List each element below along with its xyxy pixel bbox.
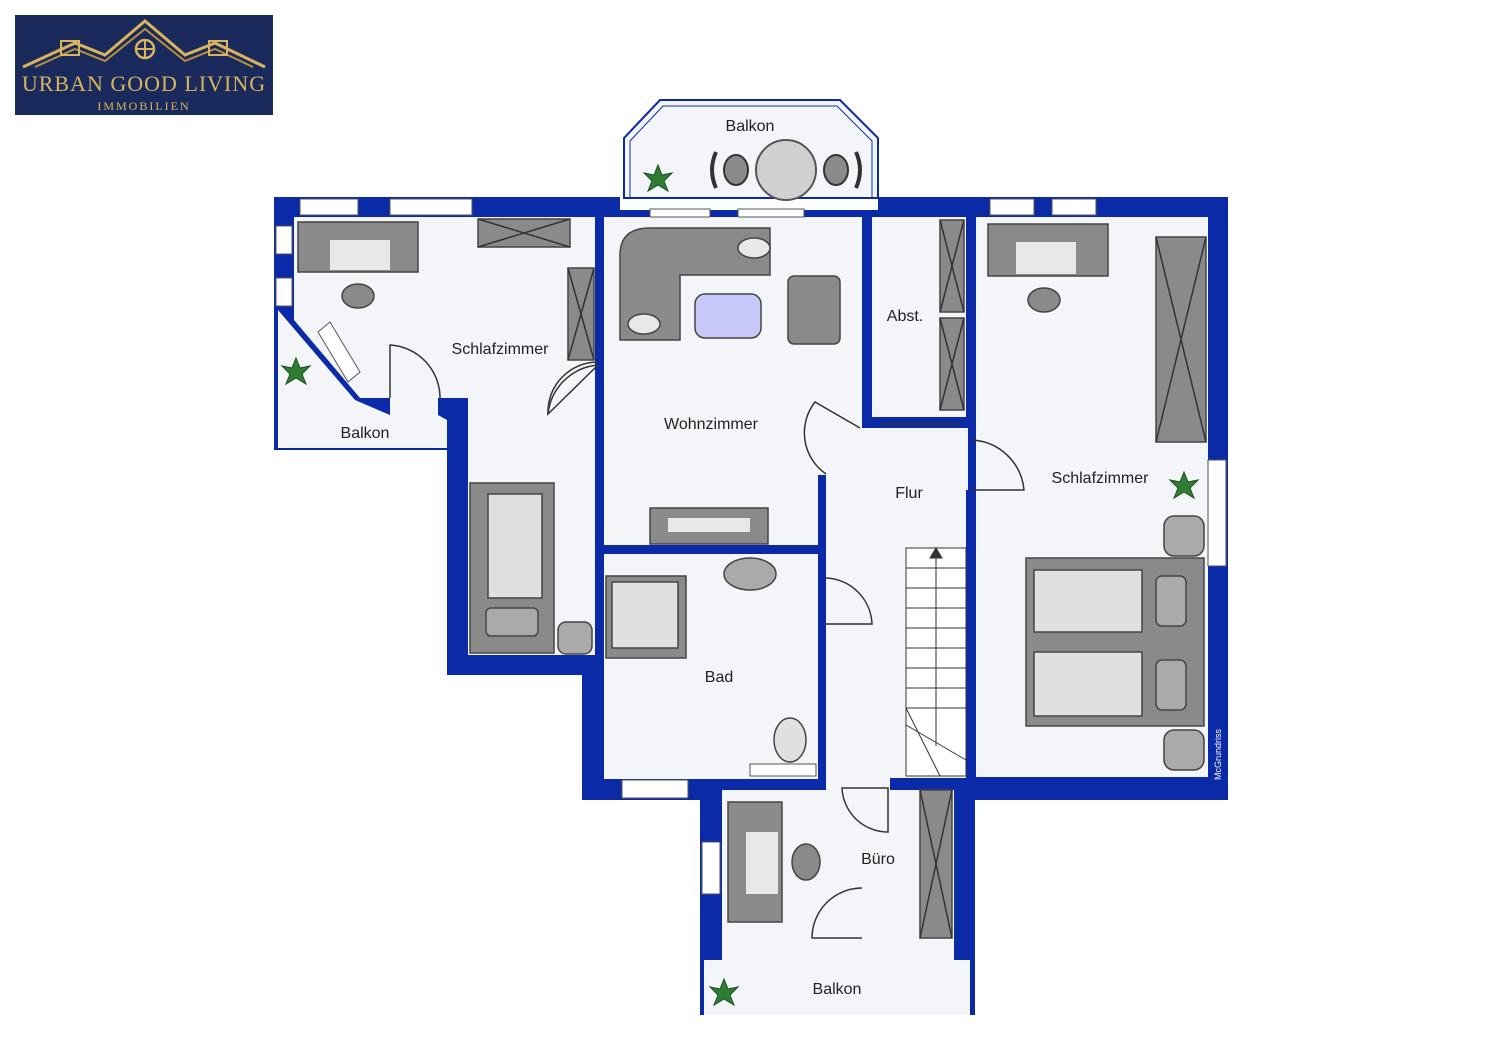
room-label-balkon-top: Balkon — [726, 118, 775, 135]
office-chair-icon — [791, 843, 821, 881]
nightstand-icon — [1163, 729, 1205, 771]
plant-icon — [642, 163, 674, 193]
brand-mark: McGrundriss — [1213, 728, 1223, 780]
door-balkon-left — [389, 344, 441, 399]
room-label-schlafzimmer-left: Schlafzimmer — [452, 341, 550, 358]
room-label-wohnzimmer: Wohnzimmer — [664, 416, 759, 433]
interior-walls — [595, 217, 976, 960]
balcony-top: Balkon — [623, 99, 879, 201]
coffee-table-icon — [694, 293, 762, 339]
plant-icon — [708, 977, 740, 1007]
round-table — [755, 139, 817, 201]
room-label-schlafzimmer-right: Schlafzimmer — [1052, 470, 1150, 487]
toilet-icon — [773, 717, 807, 763]
chair-icon — [723, 154, 749, 186]
doors — [389, 344, 1025, 939]
armchair-icon — [787, 275, 841, 345]
staircase — [905, 547, 967, 777]
sink-icon — [723, 557, 777, 591]
room-label-balkon-bottom: Balkon — [813, 981, 862, 998]
furniture — [297, 218, 1207, 939]
chair-icon — [823, 154, 849, 186]
toilet-icon — [557, 621, 593, 655]
room-label-abst: Abst. — [887, 308, 923, 325]
office-chair-icon — [1027, 287, 1061, 313]
nightstand-icon — [1163, 515, 1205, 557]
office-chair-icon — [341, 283, 375, 309]
logo-subtitle: IMMOBILIEN — [97, 99, 191, 113]
company-logo: URBAN GOOD LIVING IMMOBILIEN — [15, 15, 273, 115]
room-label-buero: Büro — [861, 851, 895, 868]
plant-icon — [1168, 470, 1200, 500]
house-roof-logo-icon — [22, 19, 266, 69]
room-label-bad: Bad — [705, 669, 733, 686]
room-label-flur: Flur — [895, 485, 923, 502]
windows — [275, 198, 1227, 895]
plants — [280, 356, 1200, 1007]
sofa-icon — [619, 227, 771, 341]
room-label-balkon-left: Balkon — [341, 425, 390, 442]
plant-icon — [280, 356, 312, 386]
logo-name: URBAN GOOD LIVING — [21, 71, 267, 96]
